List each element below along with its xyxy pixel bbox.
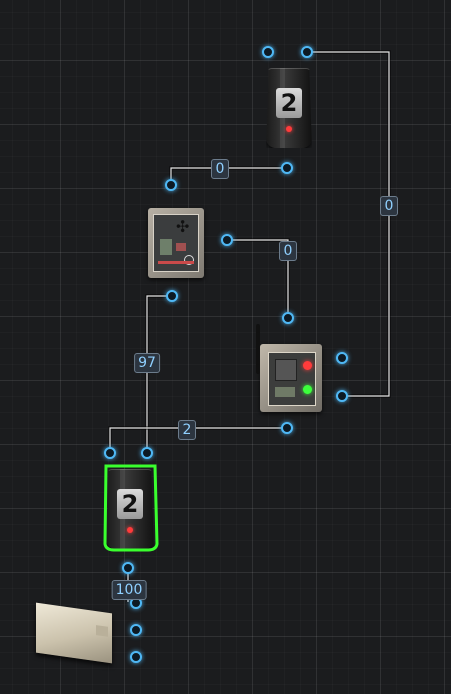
meter-display: 2: [276, 88, 302, 118]
meter-display: 2: [117, 489, 143, 519]
wire-label-top-to-radio[interactable]: 0: [380, 196, 398, 216]
port-circle-icon[interactable]: [122, 562, 134, 574]
selected-counter-meter[interactable]: 2: [106, 469, 154, 549]
wire-top-meter-to-radio[interactable]: [307, 51, 390, 397]
port-circle-icon[interactable]: [336, 352, 348, 364]
port-circle-icon[interactable]: [262, 46, 274, 58]
port-circle-icon[interactable]: [166, 290, 178, 302]
led-indicator-icon: [286, 126, 292, 132]
led-indicator-icon: [127, 527, 133, 533]
top-counter-meter[interactable]: 2: [266, 68, 312, 148]
port-circle-icon[interactable]: [301, 46, 313, 58]
control-panel-circuit: ✣: [153, 214, 199, 272]
wire-harness: [158, 261, 194, 264]
radio-transmitter-device[interactable]: [256, 324, 322, 412]
port-circle-icon[interactable]: [130, 624, 142, 636]
radio-circuit: [268, 352, 316, 406]
dial-icon: [184, 255, 194, 265]
fan-icon: ✣: [176, 217, 190, 236]
control-panel-device[interactable]: ✣: [148, 208, 204, 278]
led-red-icon: [303, 361, 312, 370]
port-circle-icon[interactable]: [221, 234, 233, 246]
led-green-icon: [303, 385, 312, 394]
speaker-grille: [275, 359, 297, 381]
wire-panel-to-radio[interactable]: [227, 239, 289, 318]
wire-label-radio-to-meter[interactable]: 2: [178, 420, 196, 440]
port-circle-icon[interactable]: [282, 312, 294, 324]
circuit-chip: [176, 243, 186, 251]
wire-label-panel-to-meter[interactable]: 97: [134, 353, 160, 373]
port-circle-icon[interactable]: [336, 390, 348, 402]
port-circle-icon[interactable]: [165, 179, 177, 191]
wire-label-top-to-panel[interactable]: 0: [211, 159, 229, 179]
selection-outline: [103, 464, 159, 552]
port-circle-icon[interactable]: [141, 447, 153, 459]
wire-label-panel-to-radio[interactable]: 0: [279, 241, 297, 261]
wire-radio-to-meter[interactable]: [109, 427, 287, 453]
circuit-board: [160, 239, 172, 255]
crate-label-icon: [96, 625, 108, 637]
antenna: [256, 324, 260, 374]
port-circle-icon[interactable]: [281, 162, 293, 174]
port-circle-icon[interactable]: [130, 651, 142, 663]
port-circle-icon[interactable]: [104, 447, 116, 459]
wire-top-meter-to-panel[interactable]: [170, 167, 287, 185]
wire-label-meter-to-crate[interactable]: 100: [111, 580, 147, 600]
wire-panel-to-meter[interactable]: [146, 295, 172, 453]
radio-board: [275, 387, 295, 397]
port-circle-icon[interactable]: [281, 422, 293, 434]
battery-crate-device[interactable]: [36, 602, 112, 664]
